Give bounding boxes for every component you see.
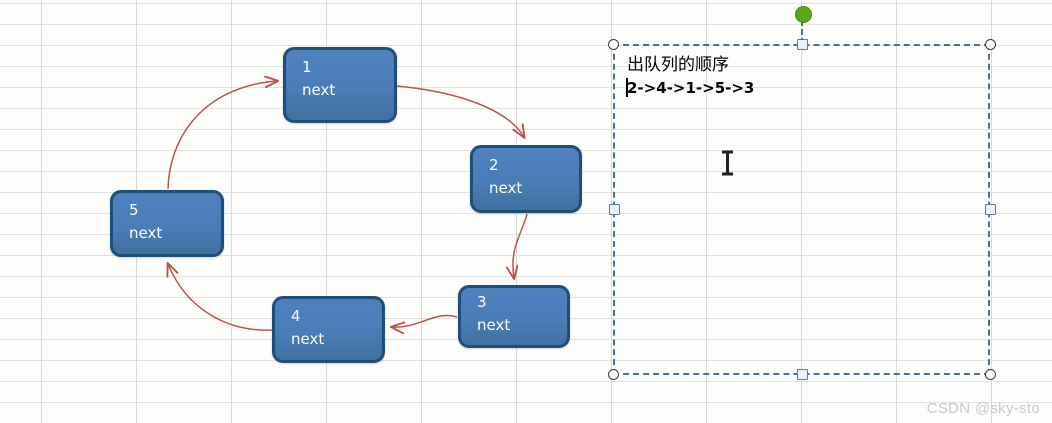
handle-middle-right[interactable] (985, 204, 996, 215)
node-3-number: 3 (477, 293, 487, 311)
handle-top-right[interactable] (985, 39, 996, 50)
rotation-handle[interactable] (795, 6, 812, 23)
handle-bottom-middle[interactable] (797, 369, 808, 380)
node-1-number: 1 (302, 58, 312, 76)
node-2-field: next (489, 179, 523, 198)
node-3-field: next (477, 316, 511, 335)
handle-bottom-left[interactable] (608, 369, 619, 380)
textbox-shape[interactable]: 出队列的顺序 2->4->1->5->3 (613, 44, 990, 375)
node-1-field: next (302, 81, 336, 100)
handle-top-middle[interactable] (797, 39, 808, 50)
node-5[interactable]: 5 next (110, 190, 224, 257)
textbox-line-1: 出队列的顺序 (627, 55, 729, 75)
textbox-content[interactable]: 出队列的顺序 2->4->1->5->3 (627, 54, 967, 99)
rotation-handle-stem (801, 20, 803, 44)
node-3[interactable]: 3 next (458, 285, 570, 348)
node-4[interactable]: 4 next (272, 296, 385, 363)
node-2[interactable]: 2 next (470, 145, 582, 213)
text-caret (626, 78, 628, 97)
handle-bottom-right[interactable] (985, 369, 996, 380)
handle-top-left[interactable] (608, 39, 619, 50)
textbox-line-2: 2->4->1->5->3 (627, 79, 755, 97)
node-5-number: 5 (129, 201, 139, 219)
node-4-number: 4 (291, 307, 301, 325)
node-2-number: 2 (489, 156, 499, 174)
node-1[interactable]: 1 next (283, 47, 397, 123)
watermark: CSDN @sky-sto (926, 400, 1040, 417)
node-5-field: next (129, 224, 163, 243)
i-beam-cursor-icon (722, 150, 733, 176)
handle-middle-left[interactable] (609, 204, 620, 215)
node-4-field: next (291, 330, 325, 349)
